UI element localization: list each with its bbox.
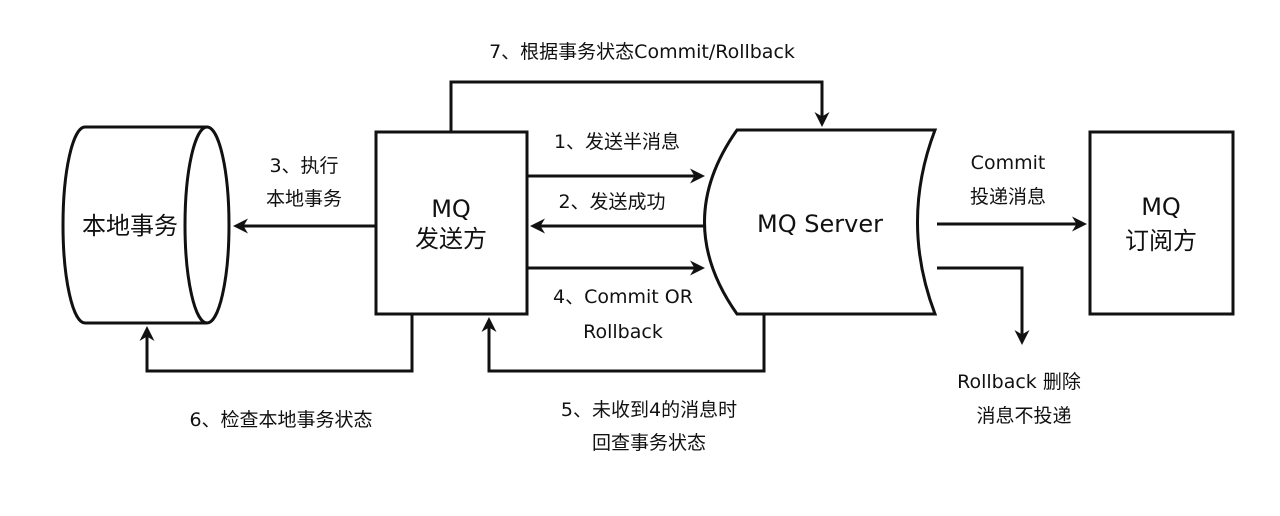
step1-label: 1、发送半消息 bbox=[554, 131, 680, 153]
edge-step5 bbox=[481, 314, 766, 373]
local-transaction-label: 本地事务 bbox=[82, 212, 178, 240]
step6-label: 6、检查本地事务状态 bbox=[189, 409, 372, 431]
step5-label-line2: 回查事务状态 bbox=[592, 432, 706, 454]
step4-label-line1: 4、Commit OR bbox=[553, 286, 693, 308]
producer-node: MQ 发送方 bbox=[374, 130, 529, 316]
mq-server-label: MQ Server bbox=[757, 210, 883, 238]
step4-label-line2: Rollback bbox=[583, 321, 663, 343]
edge-step6 bbox=[139, 314, 414, 373]
step3-label-line2: 本地事务 bbox=[266, 188, 342, 210]
mq-server-node: MQ Server bbox=[703, 128, 938, 316]
subscriber-label-line2: 订阅方 bbox=[1125, 227, 1197, 255]
rollback-label-line1: Rollback 删除 bbox=[957, 371, 1081, 393]
subscriber-node: MQ 订阅方 bbox=[1088, 130, 1235, 316]
step2-label: 2、发送成功 bbox=[558, 191, 665, 213]
subscriber-label-line1: MQ bbox=[1141, 193, 1181, 221]
rollback-label-line2: 消息不投递 bbox=[976, 405, 1071, 427]
producer-label-line2: 发送方 bbox=[415, 225, 487, 253]
commit-label-line2: 投递消息 bbox=[970, 186, 1046, 208]
commit-label-line1: Commit bbox=[971, 152, 1046, 174]
step7-label: 7、根据事务状态Commit/Rollback bbox=[489, 41, 795, 63]
producer-label-line1: MQ bbox=[431, 195, 471, 223]
edge-rollback bbox=[937, 266, 1030, 345]
edge-step7 bbox=[449, 80, 830, 132]
step3-label-line1: 3、执行 bbox=[269, 155, 338, 177]
local-transaction-node: 本地事务 bbox=[61, 125, 231, 325]
step5-label-line1: 5、未收到4的消息时 bbox=[561, 399, 737, 421]
